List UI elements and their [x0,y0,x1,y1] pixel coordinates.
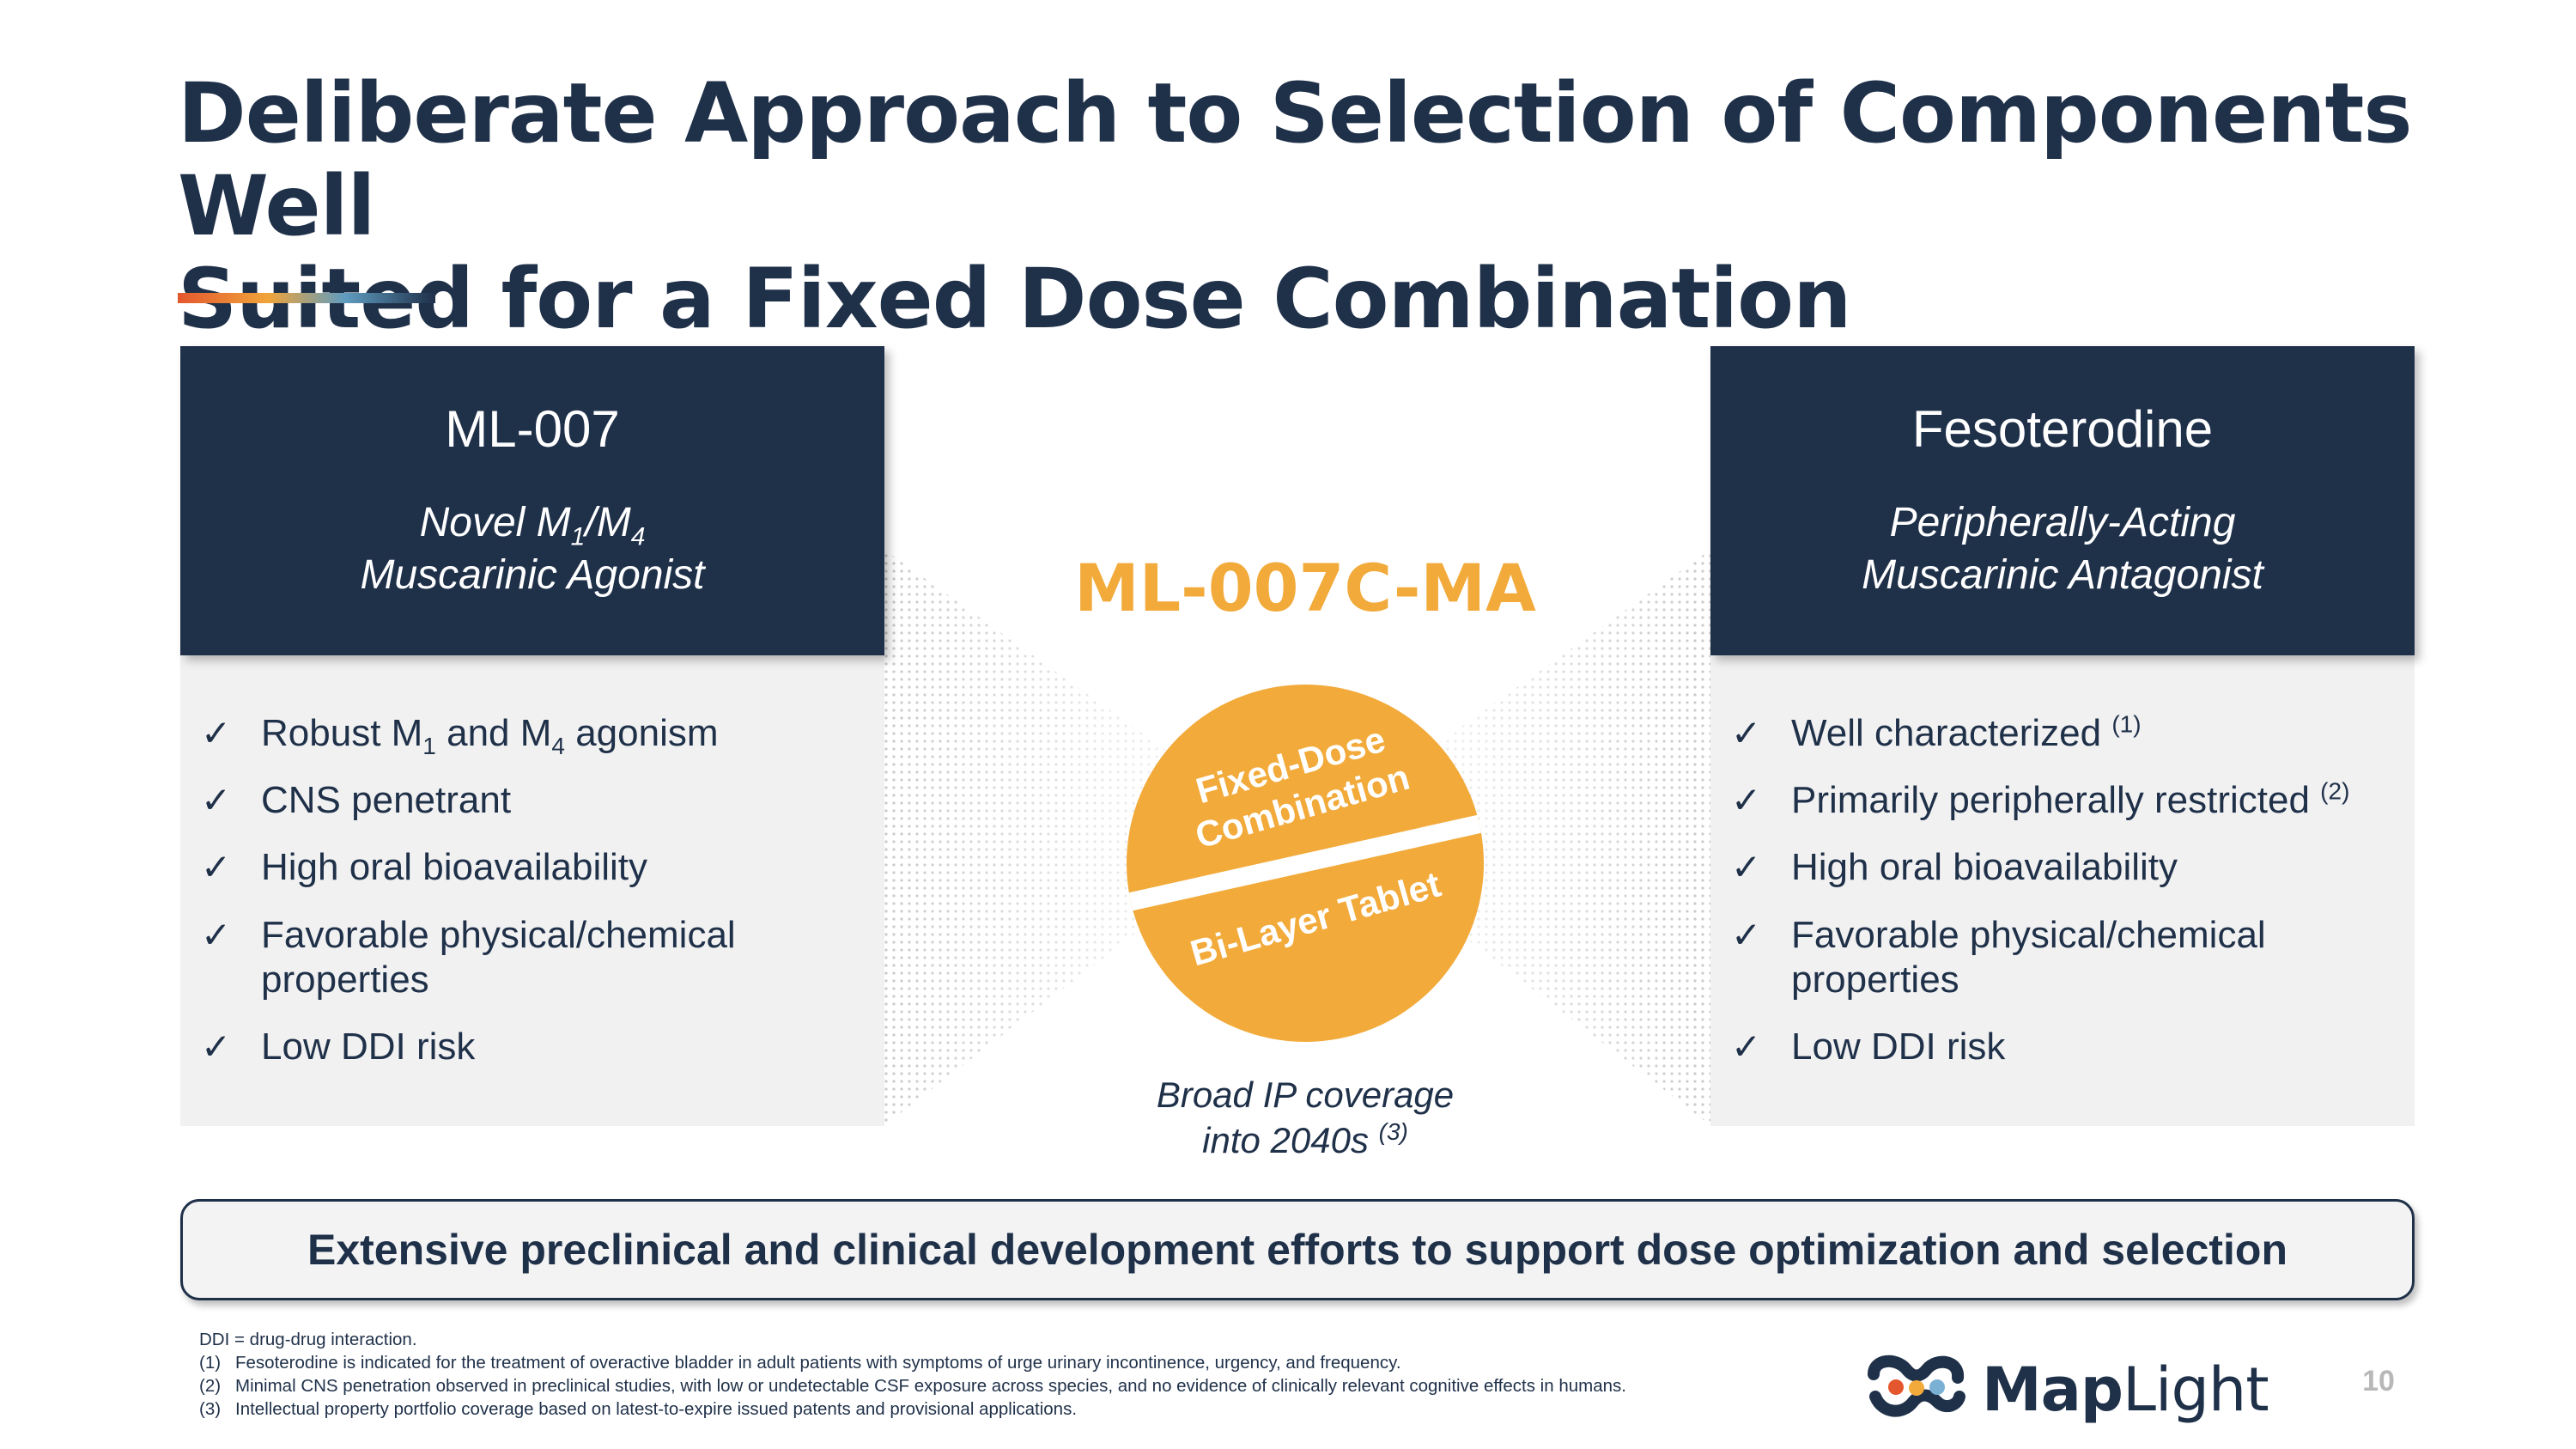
fesoterodine-panel-body [1710,655,2415,1126]
bi-layer-tablet-graphic: Fixed-Dose Combination Bi-Layer Tablet [1116,666,1494,1061]
checkmark-icon: ✓ [1731,914,1762,956]
title-accent-rule [178,293,435,303]
right-dotted-ray [1384,515,1710,1134]
fesoterodine-subtitle-line-1: Peripherally-Acting [1889,500,2236,545]
footnote-item: (1)Fesoterodine is indicated for the tre… [199,1353,1401,1373]
ml-007-subtitle-line-2: Muscarinic Agonist [360,552,705,598]
page-number: 10 [2362,1365,2395,1397]
ml-007-subtitle: Novel M1/M4 Muscarinic Agonist [180,496,884,601]
checkmark-icon: ✓ [201,914,232,956]
fesoterodine-name: Fesoterodine [1911,400,2214,458]
ip-coverage-note: Broad IP coverage into 2040s (3) [1156,1075,1455,1160]
fesoterodine-panel: Fesoterodine Peripherally-Acting Muscari… [1710,346,2415,1126]
checkmark-icon: ✓ [201,1026,232,1068]
left-dotted-ray [884,515,1211,1134]
page-title-line-1: Deliberate Approach to Selection of Comp… [178,65,2413,254]
checkmark-icon: ✓ [1731,846,1762,888]
footnote-item: (3)Intellectual property portfolio cover… [199,1399,1078,1419]
footnote-ddi: DDI = drug-drug interaction. [199,1330,417,1349]
maplight-wordmark: MapLight [1982,1355,2269,1425]
fesoterodine-subtitle-line-2: Muscarinic Antagonist [1862,552,2263,598]
checkmark-icon: ✓ [1731,712,1762,754]
page-title-line-2: Suited for a Fixed Dose Combination [178,251,1851,347]
checkmark-icon: ✓ [1731,1026,1762,1068]
ml-007-panel-body [180,655,884,1126]
tablet-icon [1127,685,1484,1042]
fesoterodine-subtitle: Peripherally-Acting Muscarinic Antagonis… [1710,496,2415,601]
ml-007-name: ML-007 [445,400,620,458]
checkmark-icon: ✓ [201,712,232,754]
checkmark-icon: ✓ [201,846,232,888]
ml-007-panel-header: ML-007 Novel M1/M4 Muscarinic Agonist [180,346,884,655]
checkmark-icon: ✓ [1731,779,1762,821]
checkmark-icon: ✓ [201,779,232,821]
ml-007-subtitle-line-1: Novel M1/M4 [419,500,646,551]
product-name: ML-007C-MA [1074,550,1536,626]
ml-007-panel: ML-007 Novel M1/M4 Muscarinic Agonist ✓ … [180,346,884,1126]
maplight-logo-mark-icon [1868,1355,1965,1417]
footnote-item: (2)Minimal CNS penetration observed in p… [199,1376,1626,1396]
footnotes: DDI = drug-drug interaction. (1)Fesotero… [199,1328,1831,1421]
page-title: Deliberate Approach to Selection of Comp… [178,67,2453,345]
fesoterodine-panel-header: Fesoterodine Peripherally-Acting Muscari… [1710,346,2415,655]
development-efforts-banner: Extensive preclinical and clinical devel… [180,1199,2415,1300]
maplight-logo: MapLight [1863,1349,2269,1426]
